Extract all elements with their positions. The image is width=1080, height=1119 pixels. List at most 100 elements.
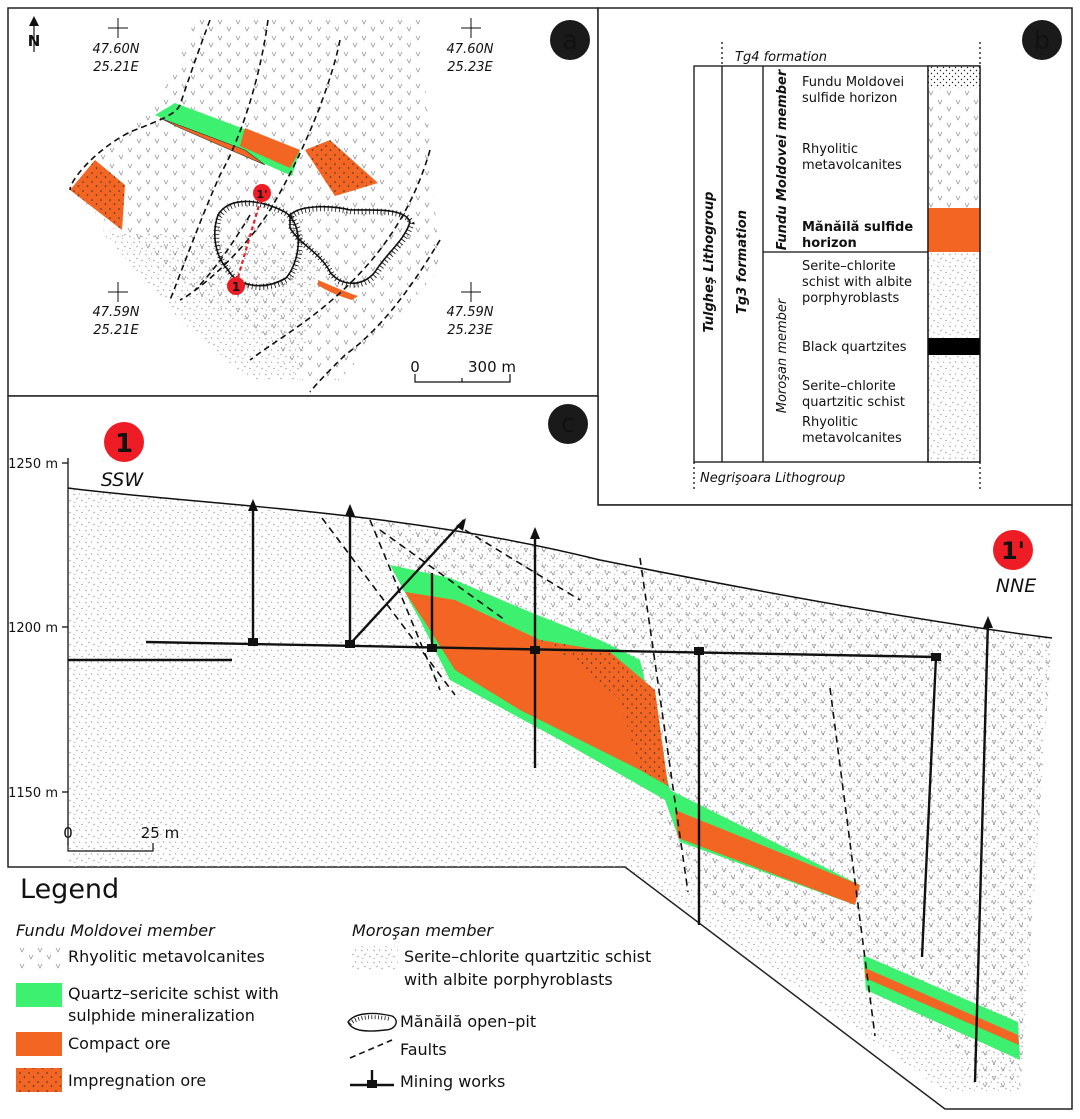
fundu-member: Fundu Moldovei member bbox=[775, 68, 790, 250]
map-rhyolitic-area bbox=[70, 20, 440, 380]
tg3-formation: Tg3 formation bbox=[735, 210, 750, 314]
map-green-horizon bbox=[155, 103, 300, 176]
section-marker-1p bbox=[993, 530, 1033, 570]
coord-sw-lat: 47.59N bbox=[93, 305, 140, 320]
section-faults bbox=[321, 517, 876, 1037]
unit-2-l1: Mănăilă sulfide bbox=[802, 220, 913, 235]
elevation-1150: 1150 m bbox=[8, 786, 58, 801]
negrisoara-lithogroup: Negrişoara Lithogroup bbox=[700, 471, 845, 486]
legend-compact: Compact ore bbox=[68, 1034, 171, 1053]
map-ore-lens bbox=[159, 117, 266, 166]
legend-rhyolitic: Rhyolitic metavolcanites bbox=[68, 947, 265, 966]
map-ore-west-dots bbox=[70, 160, 125, 230]
legend-swatch-schist bbox=[352, 945, 398, 969]
panel-b-label: b bbox=[1034, 26, 1051, 56]
unit-labels: Fundu Moldovei sulfide horizon Rhyolitic… bbox=[802, 75, 913, 446]
coord-nw-lat: 47.60N bbox=[93, 42, 140, 57]
col-black-quartzites bbox=[928, 338, 980, 355]
map-marker-1 bbox=[227, 277, 245, 295]
legend-group-morosan: Moroşan member bbox=[352, 921, 494, 940]
unit-1-l2: metavolcanites bbox=[802, 158, 902, 173]
unit-5-l1: Serite–chlorite bbox=[802, 379, 896, 394]
panel-a-badge bbox=[550, 20, 590, 60]
coord-ne-lat: 47.60N bbox=[447, 42, 494, 57]
morosan-member: Moroşan member bbox=[775, 297, 790, 413]
section-dir-ssw: SSW bbox=[101, 469, 144, 491]
col-serite-schist bbox=[928, 252, 980, 338]
unit-6-l1: Rhyolitic bbox=[802, 415, 858, 430]
section-scale-zero: 0 bbox=[63, 824, 73, 842]
mining-arrowheads bbox=[248, 499, 993, 628]
mining-shaft-markers bbox=[248, 638, 941, 661]
map-scale-bar bbox=[414, 374, 511, 383]
unit-6-l2: metavolcanites bbox=[802, 431, 902, 446]
unit-3-l1: Serite–chlorite bbox=[802, 259, 896, 274]
elevation-1200: 1200 m bbox=[8, 621, 58, 636]
panel-b-badge bbox=[1022, 20, 1062, 60]
section-rhyolitic-body bbox=[370, 520, 1052, 1092]
map-marker-1p bbox=[253, 184, 271, 202]
map-section-line bbox=[234, 194, 264, 285]
legend: Legend Fundu Moldovei member Moroşan mem… bbox=[16, 874, 651, 1092]
section-marker-1p-label: 1' bbox=[1001, 537, 1025, 565]
legend-fault-icon bbox=[349, 1039, 393, 1059]
unit-0-l1: Fundu Moldovei bbox=[802, 75, 904, 90]
unit-5-l2: quartzitic schist bbox=[802, 395, 905, 410]
north-label: N bbox=[28, 32, 41, 50]
legend-swatch-impregnation-dots bbox=[16, 1068, 62, 1092]
section-compact-ore bbox=[405, 592, 668, 786]
coord-se-lon: 25.23E bbox=[447, 323, 493, 338]
panel-c-section: c bbox=[7, 395, 1073, 1110]
section-scale-bar bbox=[67, 843, 154, 852]
panel-a-map: 1 1' 47.60N 25.21E 47.60N 25.23E 47.59N … bbox=[7, 7, 599, 397]
section-mining-works bbox=[68, 502, 990, 1083]
coord-sw-lon: 25.21E bbox=[93, 323, 139, 338]
legend-openpit-hachure bbox=[348, 1015, 391, 1026]
col-serite-quartzitic bbox=[928, 355, 980, 462]
section-ore-tail bbox=[865, 968, 1019, 1045]
north-arrow-icon: N bbox=[28, 16, 41, 52]
coord-se-lat: 47.59N bbox=[447, 305, 494, 320]
legend-faults: Faults bbox=[400, 1040, 447, 1059]
tg4-formation: Tg4 formation bbox=[735, 50, 827, 65]
map-schist-area bbox=[100, 230, 320, 380]
section-marker-1-label: 1 bbox=[115, 429, 133, 459]
map-ore-east-dots bbox=[305, 140, 378, 196]
coord-ne-lon: 25.23E bbox=[447, 60, 493, 75]
section-marker-1 bbox=[104, 422, 144, 462]
unit-4-l1: Black quartzites bbox=[802, 340, 907, 355]
legend-mining: Mining works bbox=[400, 1072, 505, 1091]
col-fundu-sulfide-dots bbox=[928, 66, 980, 88]
legend-swatch-compact bbox=[16, 1032, 62, 1056]
legend-group-fundu: Fundu Moldovei member bbox=[16, 921, 216, 940]
unit-1-l1: Rhyolitic bbox=[802, 142, 858, 157]
map-scale-zero: 0 bbox=[410, 358, 420, 376]
elevation-1250: 1250 m bbox=[8, 457, 58, 472]
panel-c-label: c bbox=[561, 409, 575, 439]
legend-openpit-icon bbox=[347, 1012, 397, 1032]
legend-title: Legend bbox=[20, 874, 119, 905]
section-impregnation-ore bbox=[540, 640, 668, 786]
legend-openpit: Mănăilă open–pit bbox=[400, 1012, 536, 1031]
section-ore-east bbox=[675, 810, 860, 905]
legend-quartz-1: Quartz–sericite schist with bbox=[68, 984, 279, 1003]
panel-b-column: b Tg4 formation Negrişoara Lithogroup Tu… bbox=[597, 7, 1073, 506]
coord-nw-lon: 25.21E bbox=[93, 60, 139, 75]
map-crosses bbox=[108, 18, 481, 302]
elevation-ticks bbox=[62, 462, 68, 793]
legend-swatch-quartz bbox=[16, 983, 62, 1007]
legend-impregnation: Impregnation ore bbox=[68, 1071, 206, 1090]
tulghes-lithogroup: Tulgheş Lithogroup bbox=[702, 192, 717, 333]
legend-quartz-2: sulphide mineralization bbox=[68, 1006, 255, 1025]
map-marker-1p-label: 1' bbox=[256, 188, 267, 201]
unit-3-l3: porphyroblasts bbox=[802, 291, 899, 306]
map-ore-lens-2 bbox=[240, 128, 300, 168]
map-marker-1-label: 1 bbox=[232, 280, 240, 294]
map-openpit-east-hachure bbox=[288, 205, 415, 288]
section-scale-end: 25 m bbox=[141, 824, 179, 842]
col-rhyolitic-upper bbox=[928, 88, 980, 208]
map-ore-small bbox=[318, 280, 358, 300]
unit-2-l2: horizon bbox=[802, 236, 857, 251]
